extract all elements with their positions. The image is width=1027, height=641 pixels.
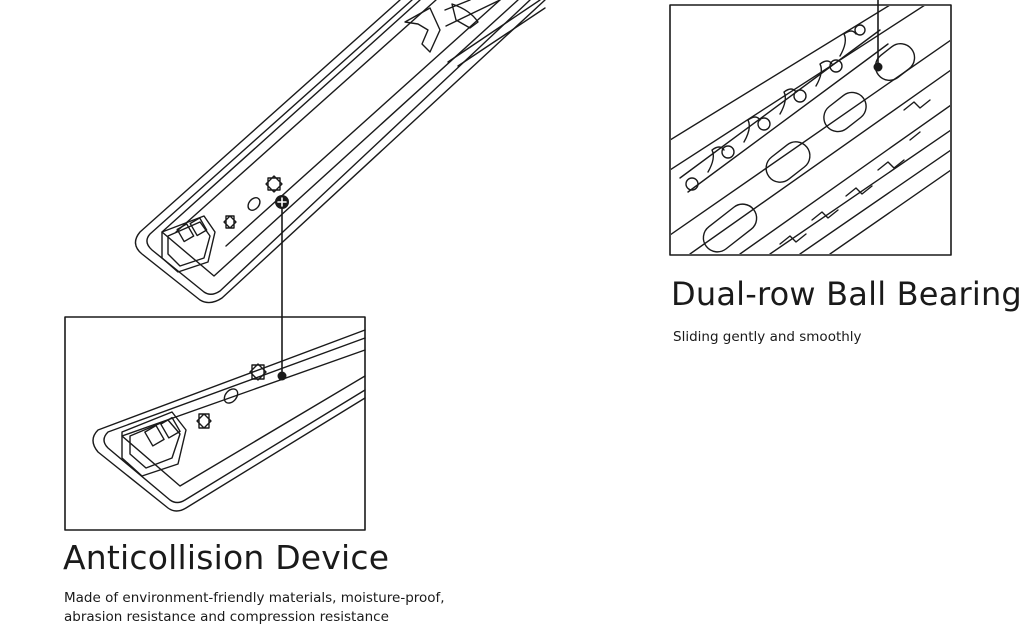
bearing-description-line: Sliding gently and smoothly <box>673 329 862 345</box>
anticollision-description-line: abrasion resistance and compression resi… <box>64 609 389 625</box>
bearing-description: Sliding gently and smoothly <box>673 328 862 347</box>
anticollision-description: Made of environment-friendly materials, … <box>64 589 445 627</box>
anticollision-title: Anticollision Device <box>63 538 390 577</box>
bearing-detail-inset <box>669 4 952 256</box>
anticollision-description-line: Made of environment-friendly materials, … <box>64 590 445 606</box>
drawer-slide-rail <box>134 0 546 304</box>
callout-marker-anticollision <box>275 195 289 381</box>
callout-marker-bearing <box>873 0 883 72</box>
bearing-title: Dual-row Ball Bearing <box>671 275 1022 313</box>
anticollision-detail-inset <box>64 316 366 531</box>
